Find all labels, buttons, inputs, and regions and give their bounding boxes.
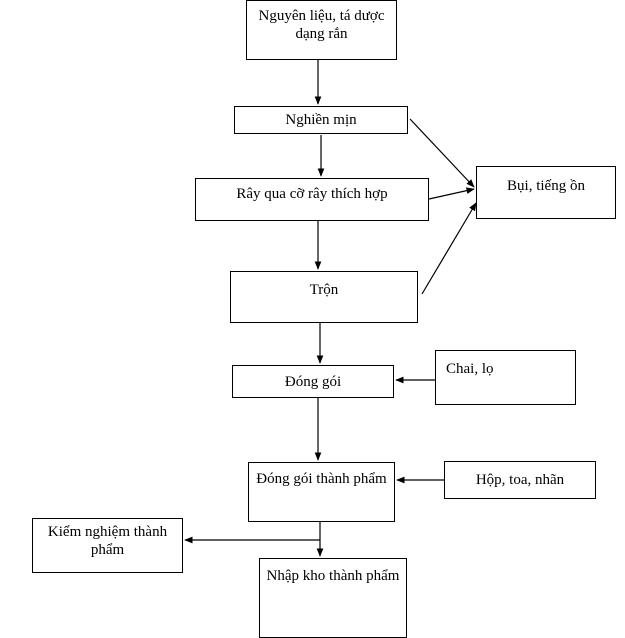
node-store: Nhập kho thành phẩm xyxy=(259,558,407,638)
node-mix: Trộn xyxy=(230,271,418,323)
node-sieve: Rây qua cỡ rây thích hợp xyxy=(195,178,429,221)
node-raw: Nguyên liệu, tá dược dạng rắn xyxy=(246,0,397,60)
edge-sieve-to-dust xyxy=(428,187,475,200)
node-pack: Đóng gói xyxy=(232,365,394,398)
node-raw-label: Nguyên liệu, tá dược dạng rắn xyxy=(258,8,385,42)
node-final-pack-label: Đóng gói thành phẩm xyxy=(256,471,387,487)
node-final-pack: Đóng gói thành phẩm xyxy=(248,462,395,522)
node-dust: Bụi, tiếng ồn xyxy=(476,166,616,219)
edges-layer xyxy=(184,60,477,557)
node-dust-label: Bụi, tiếng ồn xyxy=(507,178,585,194)
node-sieve-label: Rây qua cỡ rây thích hợp xyxy=(236,186,388,202)
edge-grind-to-dust xyxy=(409,118,475,188)
node-qc-label: Kiểm nghiệm thành phẩm xyxy=(47,524,168,558)
node-grind-label: Nghiền mịn xyxy=(285,112,357,128)
node-bottle: Chai, lọ xyxy=(435,350,576,405)
edge-mix-to-dust xyxy=(421,202,477,295)
node-bottle-label: Chai, lọ xyxy=(446,361,494,377)
node-boxlabel-label: Hộp, toa, nhãn xyxy=(475,472,565,488)
node-store-label: Nhập kho thành phẩm xyxy=(266,568,400,584)
node-pack-label: Đóng gói xyxy=(284,374,342,390)
node-grind: Nghiền mịn xyxy=(234,106,408,134)
node-boxlabel: Hộp, toa, nhãn xyxy=(444,461,596,499)
node-qc: Kiểm nghiệm thành phẩm xyxy=(32,518,183,573)
node-mix-label: Trộn xyxy=(309,282,339,298)
